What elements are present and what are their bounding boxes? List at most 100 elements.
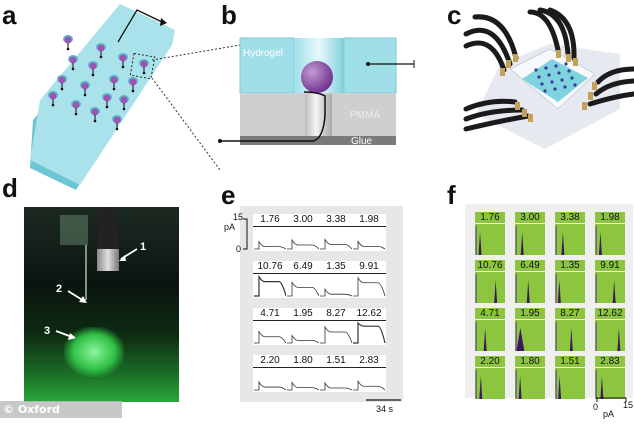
current-peak (600, 376, 604, 399)
histogram-cell-value: 1.51 (555, 356, 585, 367)
trace-cell: 1.95 (286, 308, 320, 345)
histogram-cell: 10.76 (475, 260, 505, 303)
current-peak (558, 376, 562, 399)
histogram-cell: 3.38 (555, 212, 585, 255)
image-credit: © Oxford University (0, 401, 122, 433)
droplet (81, 82, 89, 90)
zero-peak (555, 322, 557, 351)
histogram-plot (555, 320, 585, 351)
current-peak (612, 280, 616, 303)
droplet (110, 76, 118, 84)
droplet (97, 44, 105, 52)
zero-peak (515, 370, 517, 399)
zero-peak (475, 322, 477, 351)
current-trace (254, 240, 287, 250)
histogram-plot (515, 320, 545, 351)
histogram-plot (595, 368, 625, 399)
trace-cell-value: 1.95 (286, 308, 320, 321)
trace-cell: 3.38 (319, 214, 353, 251)
histogram-cell-value: 6.49 (515, 260, 545, 271)
droplet (129, 78, 137, 86)
electrode-wire-a (117, 9, 163, 43)
chip-top (30, 4, 175, 185)
zero-peak (595, 322, 597, 351)
trace-cell: 1.76 (253, 214, 287, 251)
zero-peak (515, 226, 517, 255)
histogram-plot (595, 320, 625, 351)
droplet (301, 61, 333, 93)
current-peak (526, 280, 530, 303)
device-electrode-dot (544, 66, 548, 70)
trace-plot (253, 274, 287, 298)
current-trace (320, 381, 353, 391)
zero-peak (595, 274, 597, 303)
histogram-plot (475, 272, 505, 303)
histogram-cell-value: 10.76 (475, 260, 505, 271)
connectors (500, 50, 597, 122)
electrode-tip (60, 87, 64, 91)
hydrogel-layer-right (343, 37, 397, 94)
histogram-plot (555, 272, 585, 303)
device-electrode-dot (570, 76, 574, 80)
device-electrode-dot (540, 82, 544, 86)
electrode-tip (99, 55, 103, 59)
current-trace (287, 381, 320, 391)
trace-cell-value: 1.76 (253, 214, 287, 227)
e-y-scale-bar (243, 218, 248, 250)
current-peak (520, 232, 524, 255)
droplet (69, 56, 77, 64)
trace-cell-value: 2.83 (352, 355, 386, 368)
histogram-cell: 2.83 (595, 356, 625, 399)
green-glow (64, 327, 124, 377)
zoom-line-bottom (151, 77, 221, 171)
trace-cell-value: 1.80 (286, 355, 320, 368)
trace-plot (286, 227, 320, 251)
droplet-array (48, 35, 149, 131)
histogram-cell-value: 9.91 (595, 260, 625, 271)
droplet (113, 116, 121, 124)
droplet (89, 62, 97, 70)
trace-cell-value: 8.27 (319, 308, 353, 321)
zero-peak (475, 274, 477, 303)
cables (463, 7, 634, 132)
histogram-cell-value: 1.98 (595, 212, 625, 223)
electrode-tip (121, 65, 125, 69)
histogram-plot (555, 368, 585, 399)
current-trace (287, 280, 320, 297)
current-peak (478, 232, 482, 255)
electrode-wire-b (220, 91, 326, 142)
panel-a-chip-diagram (30, 4, 241, 190)
arrow-head-a (160, 18, 167, 26)
trace-cell: 1.80 (286, 355, 320, 392)
panel-label-f: f (447, 180, 456, 210)
trace-plot (352, 227, 386, 251)
electrode-tip (71, 67, 75, 71)
f-x-axis (596, 397, 627, 402)
histogram-cell-value: 4.71 (475, 308, 505, 319)
arrow-label-1: 1 (140, 241, 147, 253)
current-trace (320, 238, 353, 250)
zero-peak (595, 370, 597, 399)
histogram-cell: 1.51 (555, 356, 585, 399)
f-x-axis-unit: pA (603, 409, 615, 419)
histogram-plot (595, 272, 625, 303)
device-electrode-dot (543, 89, 547, 93)
current-peak (516, 328, 525, 351)
current-peak (479, 376, 483, 399)
electrode-tip (93, 119, 97, 123)
histogram-plot (515, 224, 545, 255)
histogram-cell-value: 8.27 (555, 308, 585, 319)
current-trace (353, 239, 386, 250)
device-electrode-dot (563, 85, 567, 89)
trace-cell-value: 6.49 (286, 261, 320, 274)
current-peak (598, 232, 602, 255)
trace-plot (286, 274, 320, 298)
electrode-tip (112, 87, 116, 91)
device-electrode-dot (550, 80, 554, 84)
current-peak (494, 280, 498, 303)
histogram-cell-value: 2.83 (595, 356, 625, 367)
trace-cell: 1.98 (352, 214, 386, 251)
electrode-tip (74, 112, 78, 116)
electrode-needle (85, 245, 87, 300)
pmma-label: PMMA (350, 110, 380, 121)
